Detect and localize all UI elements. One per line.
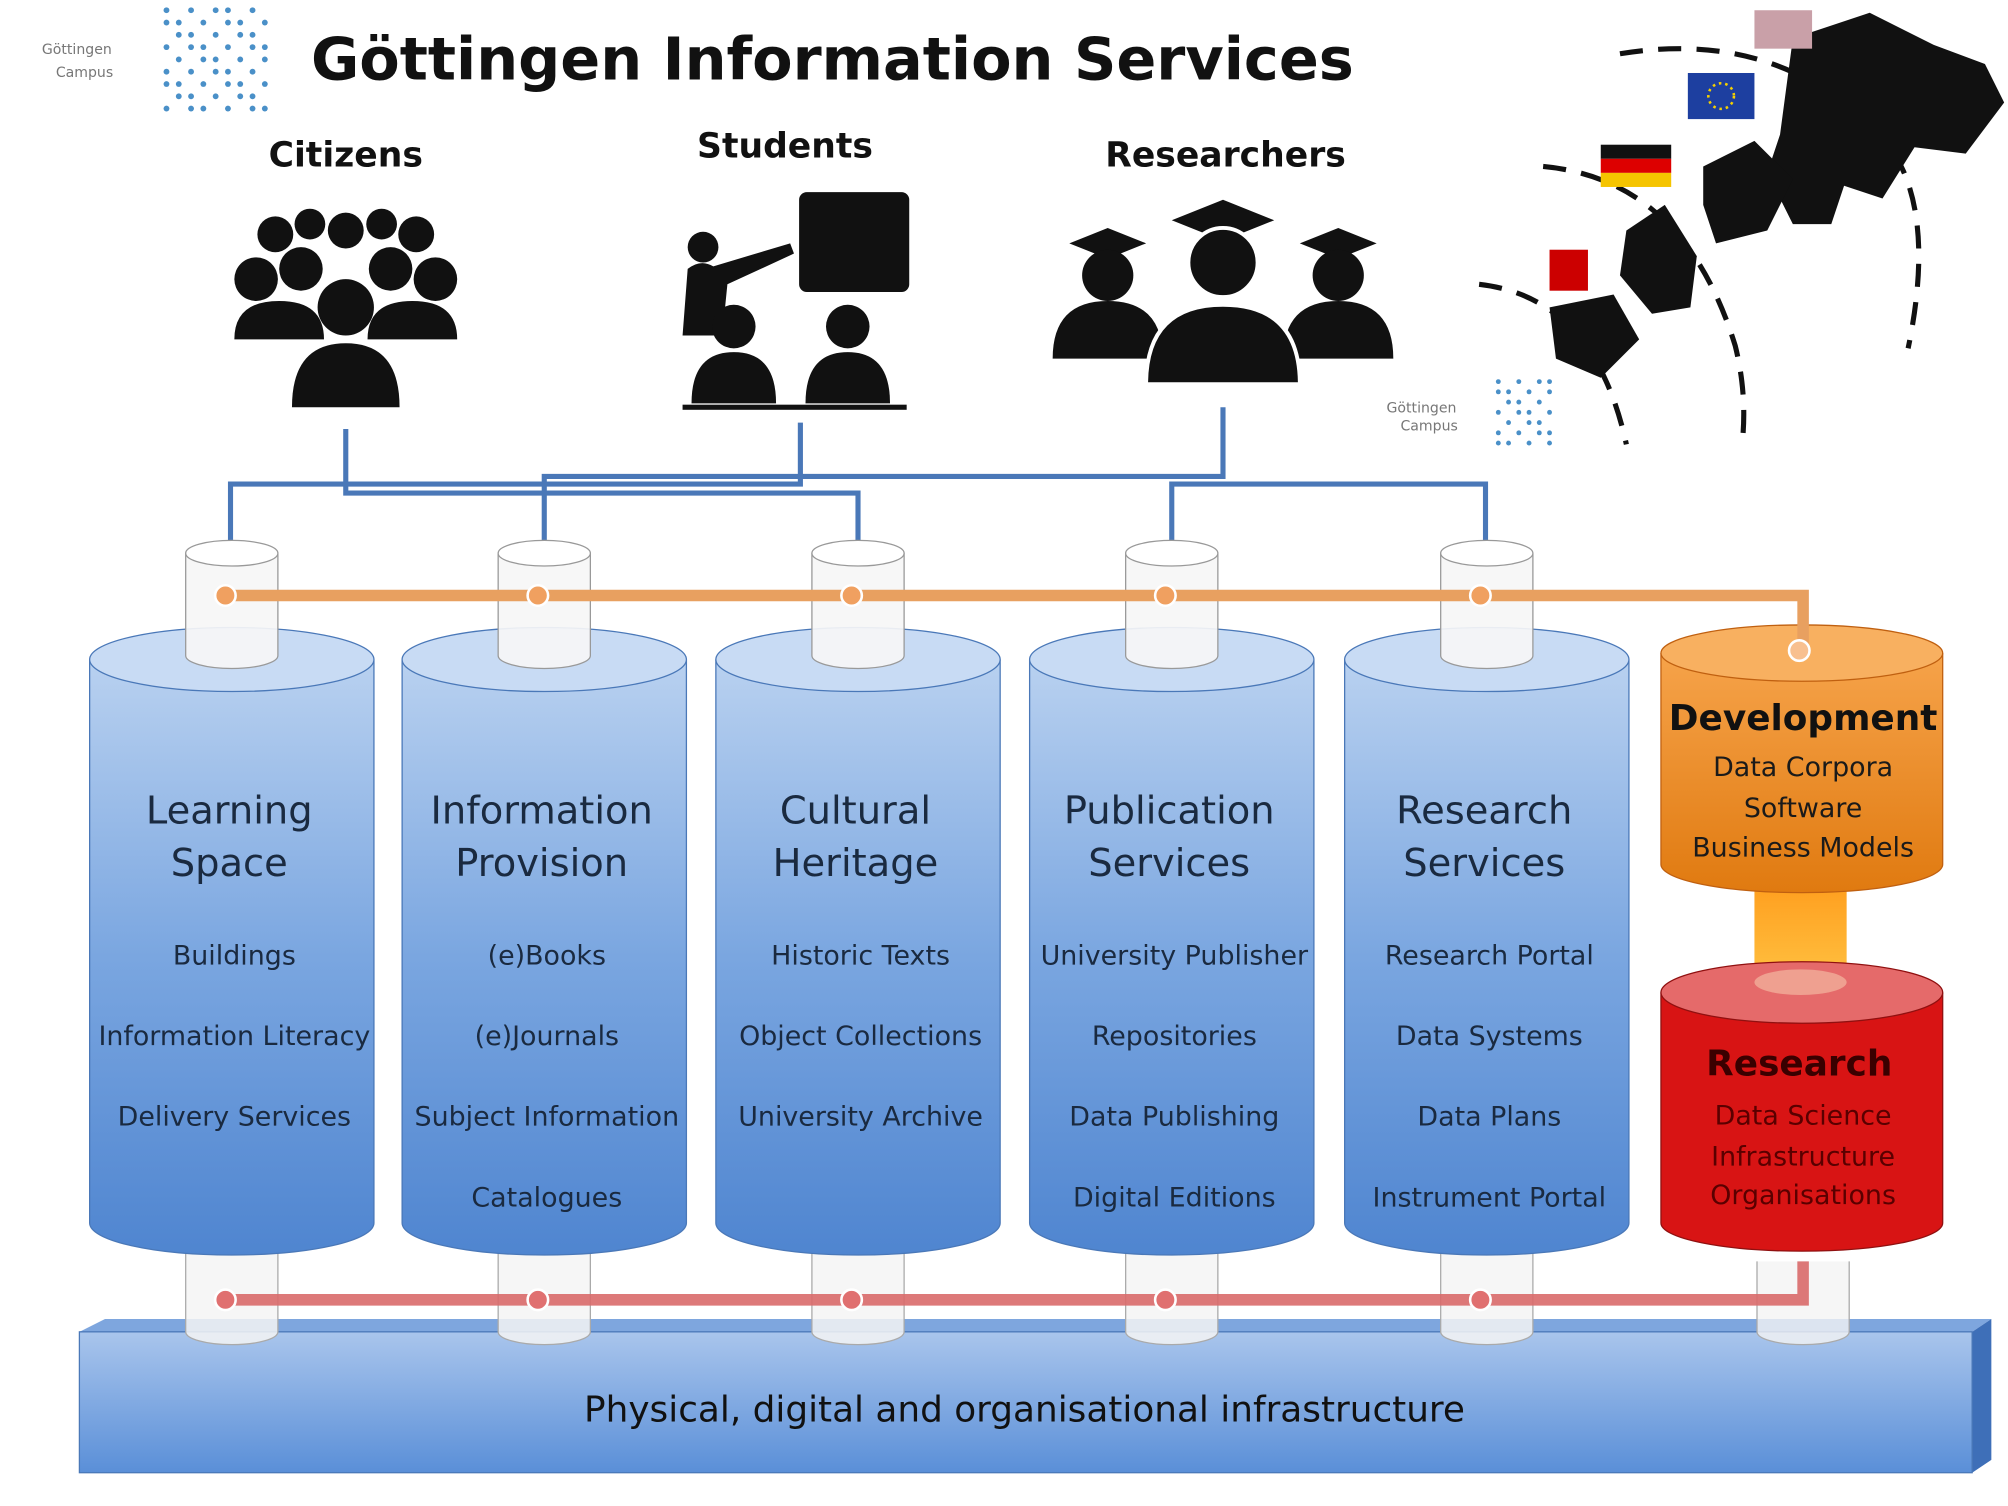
svg-text:Data Science: Data Science <box>1715 1100 1892 1131</box>
pillar-heading: Information <box>431 788 653 833</box>
pillar-item: Data Plans <box>1417 1102 1561 1133</box>
pillar-item: Data Publishing <box>1069 1102 1279 1133</box>
regional-map-graphic: Göttingen Campus <box>1387 10 2005 449</box>
red-link-line <box>224 1261 1809 1306</box>
svg-text:Organisations: Organisations <box>1710 1180 1896 1211</box>
page-title: Göttingen Information Services <box>311 24 1354 93</box>
pillar-item: Repositories <box>1092 1021 1257 1052</box>
svg-text:Göttingen: Göttingen <box>1387 400 1457 416</box>
pillar-item: Data Systems <box>1396 1021 1583 1052</box>
pillar-item: (e)Books <box>488 940 606 971</box>
pillar-item: University Archive <box>738 1102 983 1133</box>
svg-text:Campus: Campus <box>56 65 113 81</box>
audience-students-label: Students <box>697 127 873 167</box>
pillar-item: (e)Journals <box>475 1021 619 1052</box>
link-node <box>1787 639 1811 663</box>
eu-flag-icon <box>1687 72 1755 120</box>
pillar-item: University Publisher <box>1041 940 1309 971</box>
lower-saxony-flag-icon <box>1549 249 1588 291</box>
development-cylinder: Development Data Corpora Software Busine… <box>1660 624 1944 980</box>
pillar-heading: Services <box>1403 841 1565 886</box>
crowd-icon <box>234 208 458 408</box>
link-node <box>1153 1288 1177 1312</box>
research-cylinder: Research Data Science Infrastructure Org… <box>1660 961 1944 1346</box>
audience-citizens-label: Citizens <box>269 135 423 175</box>
svg-text:Business Models: Business Models <box>1692 833 1914 864</box>
pillar-item: Information Literacy <box>98 1021 370 1052</box>
german-flag-icon <box>1600 144 1672 187</box>
svg-text:Göttingen: Göttingen <box>42 42 112 58</box>
pillar-heading: Services <box>1088 841 1250 886</box>
teacher-students-icon <box>682 192 910 410</box>
link-node <box>213 1288 237 1312</box>
svg-text:Campus: Campus <box>1400 418 1457 434</box>
pillar-heading: Learning <box>146 788 313 833</box>
link-node <box>1468 583 1492 608</box>
pillar-heading: Cultural <box>780 788 931 833</box>
link-node <box>526 1288 550 1312</box>
svg-text:Data Corpora: Data Corpora <box>1713 752 1893 783</box>
svg-text:Development: Development <box>1669 698 1938 739</box>
link-node <box>526 583 550 608</box>
infrastructure-base: Physical, digital and organisational inf… <box>78 1319 1992 1474</box>
pillar-item: Object Collections <box>739 1021 982 1052</box>
pillar-item: Instrument Portal <box>1373 1182 1607 1213</box>
pillar-item: Digital Editions <box>1073 1182 1276 1213</box>
pillar-heading: Heritage <box>773 841 939 886</box>
link-node <box>1153 583 1177 608</box>
pillar-heading: Publication <box>1064 788 1275 833</box>
world-flags-icon <box>1754 10 1813 49</box>
svg-text:Software: Software <box>1744 793 1862 824</box>
link-node <box>1468 1288 1492 1312</box>
link-node <box>213 583 237 608</box>
campus-logo: Göttingen Campus <box>42 7 268 112</box>
pillar-heading: Provision <box>455 841 628 886</box>
link-node <box>840 583 864 608</box>
svg-text:Infrastructure: Infrastructure <box>1711 1141 1895 1172</box>
pillar-item: Research Portal <box>1385 940 1594 971</box>
audience-researchers-label: Researchers <box>1105 135 1346 175</box>
pillar-item: Historic Texts <box>771 940 950 971</box>
pillar-item: Delivery Services <box>118 1102 351 1133</box>
pillar-item: Buildings <box>173 940 296 971</box>
pillar-item: Subject Information <box>415 1102 680 1133</box>
graduates-icon <box>1052 199 1394 387</box>
infrastructure-label: Physical, digital and organisational inf… <box>584 1389 1465 1430</box>
orange-link-line <box>224 589 1809 654</box>
audience-links <box>227 407 1489 564</box>
pillar-heading: Space <box>171 841 288 886</box>
svg-text:Research: Research <box>1706 1044 1892 1085</box>
pillar-heading: Research <box>1396 788 1572 833</box>
link-node <box>840 1288 864 1312</box>
pillar-item: Catalogues <box>471 1182 622 1213</box>
